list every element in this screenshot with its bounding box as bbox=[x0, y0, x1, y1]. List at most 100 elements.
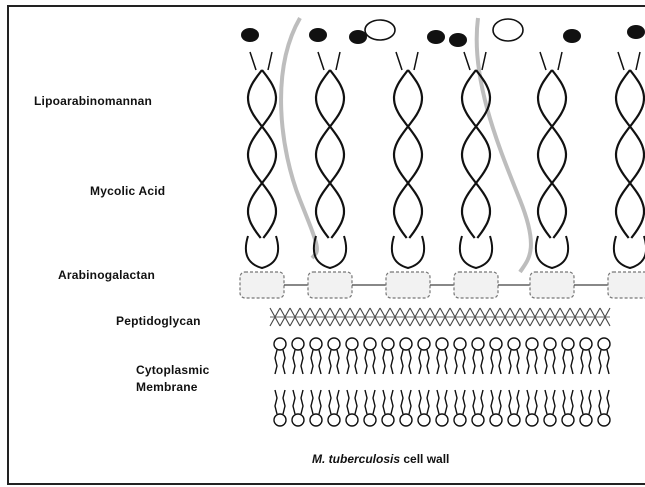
mycolic-strand bbox=[248, 70, 276, 238]
caption-species: M. tuberculosis bbox=[312, 452, 400, 466]
lipid-tail bbox=[517, 390, 519, 414]
lipid-head bbox=[364, 338, 376, 350]
lipid-tail bbox=[581, 350, 583, 374]
lipid-tail bbox=[527, 350, 529, 374]
lipid-tail bbox=[337, 390, 339, 414]
lipid-tail bbox=[491, 350, 493, 374]
lipid-tail bbox=[481, 350, 483, 374]
lipid-head bbox=[544, 414, 556, 426]
head-group-dot bbox=[241, 28, 259, 42]
head-group-dot bbox=[449, 33, 467, 47]
mycolic-linker bbox=[396, 52, 418, 70]
label-arabinogalactan: Arabinogalactan bbox=[58, 268, 155, 282]
label-cytoplasmic-membrane: Cytoplasmic Membrane bbox=[136, 362, 210, 396]
figure-caption: M. tuberculosis cell wall bbox=[312, 452, 449, 466]
lipid-tail bbox=[419, 390, 421, 414]
mycolic-loop bbox=[614, 236, 645, 268]
lipid-tail bbox=[545, 350, 547, 374]
lipid-tail bbox=[455, 390, 457, 414]
lipid-tail bbox=[319, 350, 321, 374]
lipid-tail bbox=[437, 390, 439, 414]
lipid-head bbox=[490, 414, 502, 426]
lipid-tail bbox=[355, 390, 357, 414]
lipid-head bbox=[598, 338, 610, 350]
lipid-tail bbox=[571, 350, 573, 374]
lipid-head bbox=[310, 414, 322, 426]
lipid-tail bbox=[563, 350, 565, 374]
lipid-tail bbox=[589, 390, 591, 414]
lipid-tail bbox=[337, 350, 339, 374]
lipid-tail bbox=[545, 390, 547, 414]
lipid-tail bbox=[535, 350, 537, 374]
label-cytoplasmic-line1: Cytoplasmic bbox=[136, 362, 210, 379]
lipid-tail bbox=[455, 350, 457, 374]
lipid-tail bbox=[409, 350, 411, 374]
mycolic-acid-chain bbox=[614, 52, 645, 268]
mycolic-strand bbox=[394, 70, 422, 238]
mycolic-acid-chain bbox=[314, 52, 346, 268]
head-group-dot bbox=[309, 28, 327, 42]
lipid-head bbox=[364, 414, 376, 426]
mycolic-linker bbox=[540, 52, 562, 70]
lipid-tail bbox=[391, 390, 393, 414]
lipid-tail bbox=[517, 350, 519, 374]
mycolic-strand bbox=[538, 70, 566, 238]
label-mycolic-acid: Mycolic Acid bbox=[90, 184, 165, 198]
lipid-head bbox=[292, 338, 304, 350]
arabinogalactan-unit bbox=[240, 272, 284, 298]
lipid-head bbox=[400, 414, 412, 426]
lipid-tail bbox=[553, 350, 555, 374]
lipid-tail bbox=[355, 350, 357, 374]
lipid-tail bbox=[437, 350, 439, 374]
mycolic-strand bbox=[394, 70, 422, 238]
lipid-tail bbox=[509, 350, 511, 374]
lipid-tail bbox=[275, 350, 277, 374]
arabinogalactan-layer bbox=[240, 272, 645, 298]
arabinogalactan-unit bbox=[530, 272, 574, 298]
lipid-tail bbox=[401, 350, 403, 374]
mycolic-acid-chain bbox=[536, 52, 568, 268]
lipid-tail bbox=[535, 390, 537, 414]
lipid-tail bbox=[599, 390, 601, 414]
lipid-head bbox=[418, 338, 430, 350]
lipid-head bbox=[562, 338, 574, 350]
lipid-tail bbox=[383, 390, 385, 414]
lipid-head bbox=[328, 414, 340, 426]
lipid-tail bbox=[427, 350, 429, 374]
lipid-tail bbox=[275, 390, 277, 414]
lipid-tail bbox=[589, 350, 591, 374]
lipid-tail bbox=[499, 390, 501, 414]
head-group-dot bbox=[349, 30, 367, 44]
lipid-tail bbox=[563, 390, 565, 414]
lipid-head bbox=[454, 414, 466, 426]
lam-cap-oval bbox=[493, 19, 523, 41]
lipid-tail bbox=[409, 390, 411, 414]
mycolic-strand bbox=[616, 70, 644, 238]
lipid-head bbox=[598, 414, 610, 426]
lipid-head bbox=[328, 338, 340, 350]
lipid-tail bbox=[301, 350, 303, 374]
lipid-tail bbox=[463, 350, 465, 374]
lipid-tail bbox=[293, 350, 295, 374]
lipid-head bbox=[562, 414, 574, 426]
cytoplasmic-membrane-bilayer bbox=[274, 338, 610, 426]
mycolic-strand bbox=[316, 70, 344, 238]
label-cytoplasmic-line2: Membrane bbox=[136, 379, 210, 396]
lipid-tail bbox=[347, 350, 349, 374]
lipid-tail bbox=[581, 390, 583, 414]
mycolic-linker bbox=[618, 52, 640, 70]
lipid-tail bbox=[347, 390, 349, 414]
lipid-head bbox=[382, 338, 394, 350]
lipid-tail bbox=[311, 390, 313, 414]
lipid-tail bbox=[329, 350, 331, 374]
lipid-head bbox=[292, 414, 304, 426]
mycolic-strand bbox=[316, 70, 344, 238]
arabinogalactan-unit bbox=[454, 272, 498, 298]
lipid-tail bbox=[373, 390, 375, 414]
head-group-dot bbox=[427, 30, 445, 44]
lipid-head bbox=[580, 414, 592, 426]
lipid-tail bbox=[319, 390, 321, 414]
head-group-dot bbox=[563, 29, 581, 43]
lipid-head bbox=[508, 414, 520, 426]
